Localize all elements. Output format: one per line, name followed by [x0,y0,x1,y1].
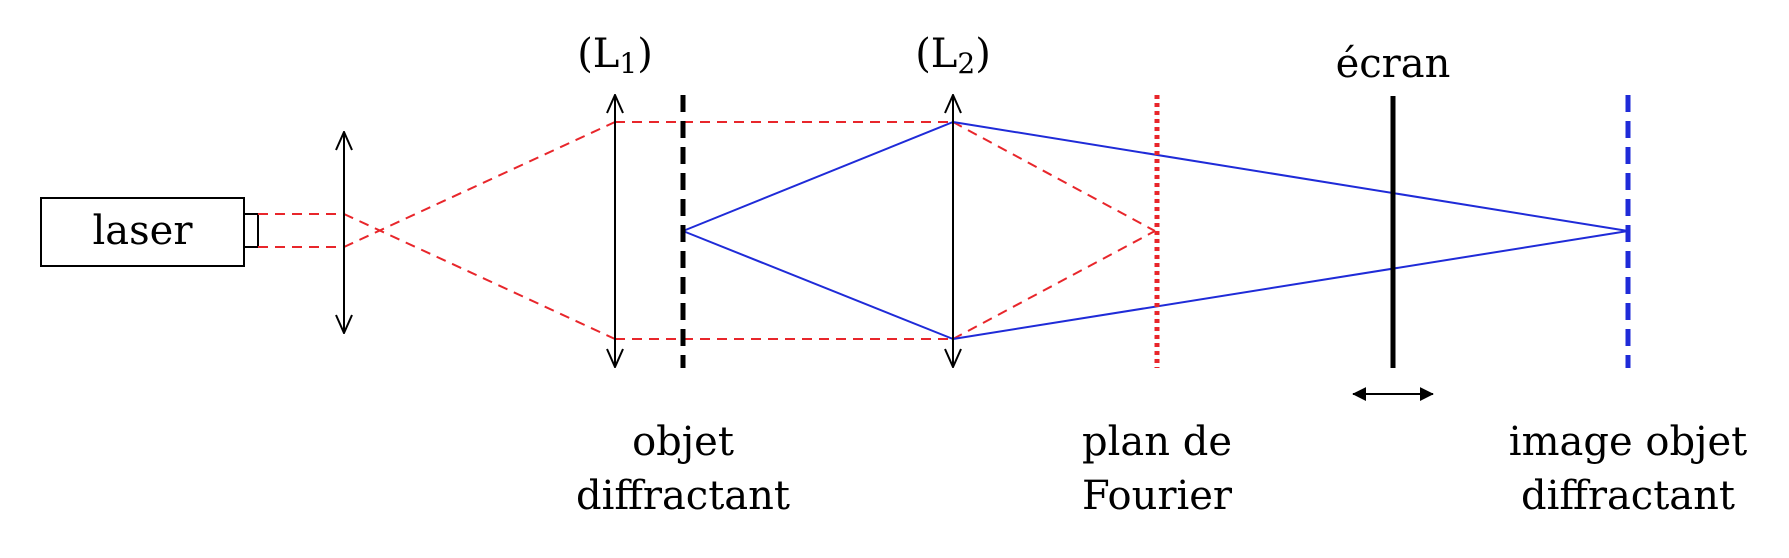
fourier-label-line1: plan de [1082,419,1232,465]
lens-l2-letter: L [930,31,958,77]
image-label-line2: diffractant [1521,473,1735,519]
screen-label: écran [1335,41,1451,87]
lens-l1-letter: L [592,31,620,77]
image-rays [682,121,1629,340]
object-label-line1: objet [632,419,734,465]
lens-l1-index: 1 [619,47,638,80]
image-label-line1: image objet [1508,419,1748,465]
fourier-label-line2: Fourier [1081,473,1233,519]
lens-l2-label: (L2) [915,31,991,80]
laser-label: laser [92,208,193,254]
lens-l1-label: (L1) [577,31,653,80]
laser-aperture [243,213,259,248]
object-label-line2: diffractant [576,473,790,519]
lens-l2-index: 2 [957,47,976,80]
laser-beam [258,121,1156,340]
